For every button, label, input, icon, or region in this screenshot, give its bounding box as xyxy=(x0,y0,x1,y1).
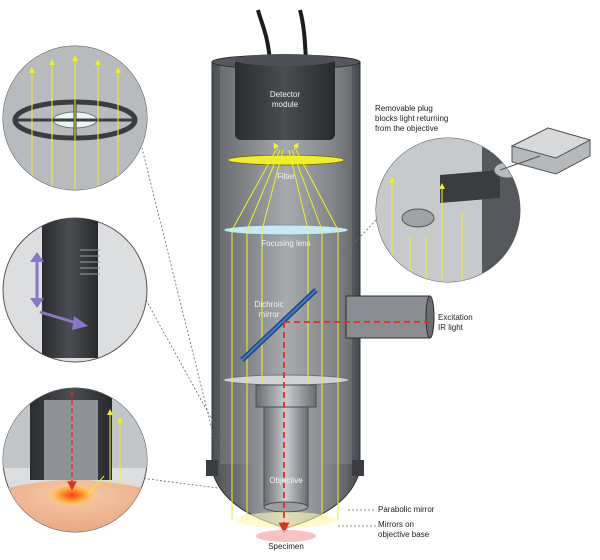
callout-connectors xyxy=(139,139,377,527)
microscope-tube xyxy=(206,54,435,529)
label-dichroic-mirror: Dichroic mirror xyxy=(254,300,284,319)
inset-removable-plug xyxy=(375,127,592,283)
label-focusing-lens: Focusing lens xyxy=(261,239,311,248)
inset-adjust-collar xyxy=(2,217,148,363)
label-filter: Filter xyxy=(277,172,295,181)
label-removable-plug: Removable plug blocks light returning fr… xyxy=(375,104,449,133)
label-mirrors-objective-base: Mirrors on objective base xyxy=(378,520,430,539)
excitation-beam xyxy=(278,321,430,534)
light-rays xyxy=(231,142,339,520)
parabolic-mirror xyxy=(236,512,336,528)
label-parabolic-mirror: Parabolic mirror xyxy=(378,505,435,514)
filter-element xyxy=(227,154,345,166)
label-objective: Objective xyxy=(269,476,303,485)
label-specimen: Specimen xyxy=(268,542,304,551)
inset-specimen-focus xyxy=(2,387,148,533)
objective xyxy=(255,384,317,513)
focusing-lens xyxy=(223,224,349,236)
detector-module xyxy=(235,54,335,140)
specimen-spot xyxy=(256,530,316,542)
label-detector-module: Detector module xyxy=(269,90,301,109)
dichroic-mirror xyxy=(240,288,318,362)
label-excitation-ir: Excitation IR light xyxy=(438,313,473,332)
inset-filter-ring xyxy=(2,45,148,191)
